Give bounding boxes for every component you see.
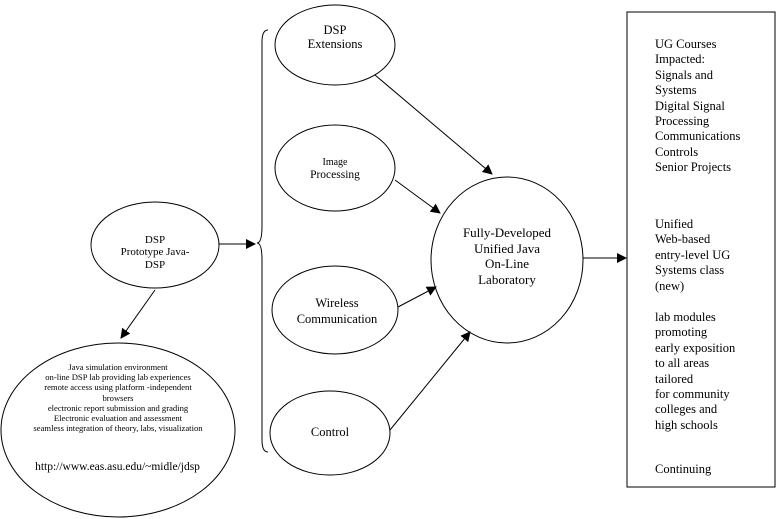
arrow-wireless-to-lab	[397, 286, 437, 308]
label-dsp-prototype: DSP Prototype Java- DSP	[120, 234, 190, 271]
grouping-brace	[256, 29, 269, 453]
label-java-features: Java simulation environment on-line DSP …	[33, 362, 203, 434]
label-unified-lab: Fully-Developed Unified Java On-Line Lab…	[462, 225, 552, 287]
label-control: Control	[310, 425, 350, 439]
arrow-extensions-to-lab	[374, 74, 493, 175]
impact-unified-class: Unified Web-based entry-level UG Systems…	[655, 217, 731, 293]
arrow-control-to-lab	[389, 331, 471, 431]
node-control	[269, 390, 391, 476]
arrow-prototype-to-features	[120, 289, 156, 339]
node-image-processing	[274, 124, 396, 212]
label-wireless: Wireless Communication	[296, 296, 378, 326]
label-url: http://www.eas.asu.edu/~midle/jdsp	[35, 461, 200, 473]
label-dsp-extensions: DSP Extensions	[307, 23, 363, 52]
node-dsp-prototype	[90, 201, 220, 289]
arrow-image-to-lab	[394, 179, 441, 214]
node-java-features	[0, 342, 236, 518]
node-wireless	[271, 265, 399, 355]
impact-continuing: Continuing	[655, 462, 712, 476]
impact-courses: UG Courses Impacted: Signals and Systems…	[655, 37, 741, 175]
label-image-processing: Image Processing	[310, 157, 360, 181]
node-dsp-extensions	[274, 4, 396, 86]
impact-lab-modules: lab modules promoting early exposition t…	[655, 310, 736, 432]
impact-box	[626, 11, 776, 488]
node-unified-lab	[430, 176, 584, 344]
